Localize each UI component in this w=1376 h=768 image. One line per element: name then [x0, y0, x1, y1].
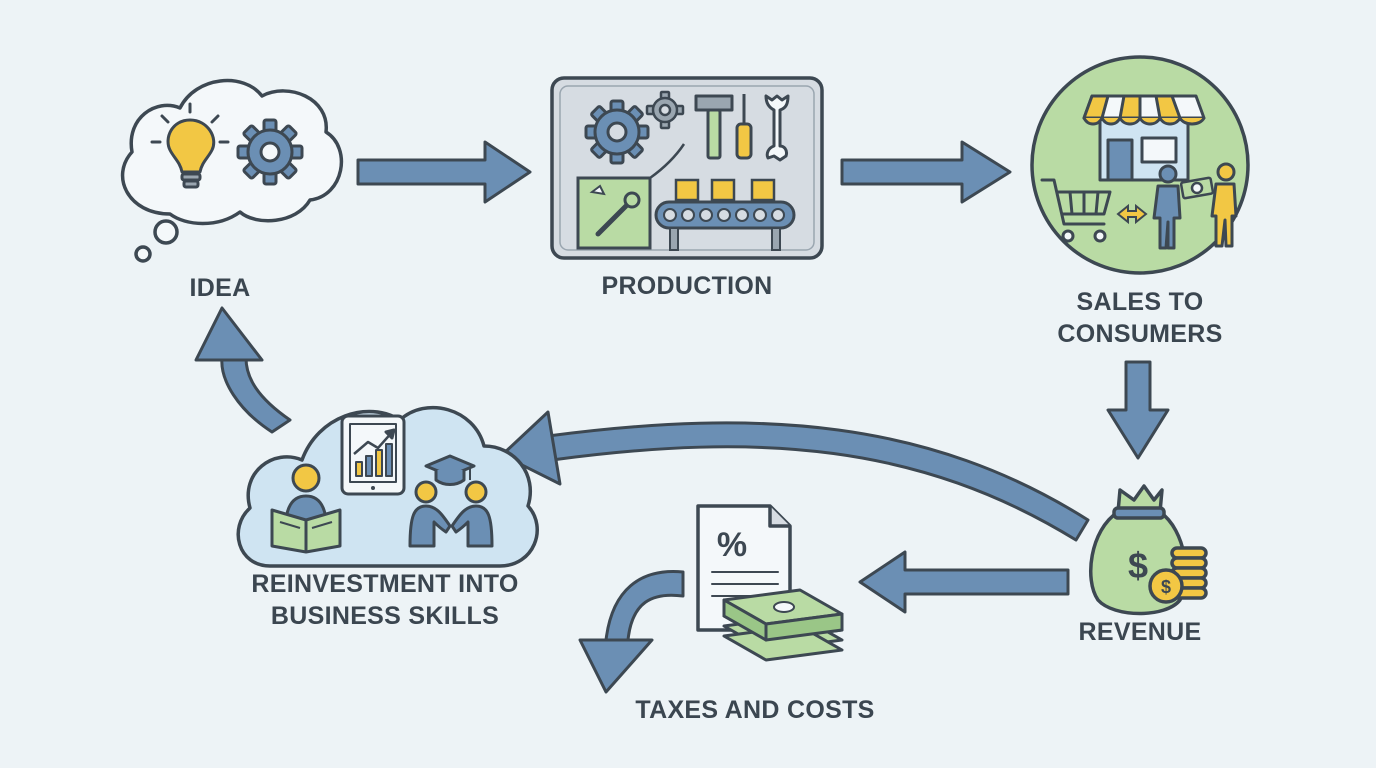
reinvestment-label-line1: REINVESTMENT INTO	[251, 570, 519, 598]
wrench-icon	[764, 94, 790, 162]
arrow-revenue-to-taxes	[858, 550, 1070, 614]
arrow-revenue-to-reinvestment	[546, 421, 1090, 542]
taxes-label: TAXES AND COSTS	[610, 694, 900, 726]
shopping-cart-icon	[1040, 178, 1112, 243]
coin-stack-icon	[1148, 546, 1208, 604]
arrow-idea-to-production	[356, 140, 532, 204]
reinvestment-label-line2: BUSINESS SKILLS	[270, 602, 500, 630]
idea-icon	[120, 78, 344, 263]
seller-figure	[1210, 162, 1238, 248]
graduation-cap-icon	[424, 454, 476, 486]
production-label: PRODUCTION	[560, 270, 814, 302]
machine-panel	[576, 143, 686, 250]
hammer-icon	[694, 94, 734, 160]
revenue-label-text: REVENUE	[1078, 618, 1202, 646]
arrow-production-to-sales	[840, 140, 1012, 204]
production-icon	[550, 76, 824, 260]
exchange-arrows-icon	[1116, 203, 1148, 225]
reader-figure	[270, 463, 342, 554]
cash-stack-icon	[722, 588, 844, 662]
small-gear-icon	[645, 90, 685, 130]
arrow-taxes-curve-head	[578, 638, 654, 694]
gear-icon	[236, 118, 304, 186]
arrow-revenue-to-reinvestment-head	[500, 410, 562, 486]
revenue-label: REVENUE	[1060, 616, 1220, 648]
sales-icon	[1030, 55, 1250, 275]
sales-label: SALES TO CONSUMERS	[1030, 286, 1250, 350]
arrow-sales-to-revenue	[1106, 360, 1170, 460]
conveyor-belt	[654, 178, 796, 251]
svg-text:$: $	[1128, 545, 1148, 586]
screwdriver-icon	[735, 94, 753, 160]
arrow-taxes-curve	[604, 570, 685, 642]
lightbulb-icon	[150, 102, 230, 189]
handshake-figures	[408, 480, 494, 548]
tablet-growth-chart-icon	[340, 414, 406, 496]
cash-handoff-icon	[1179, 176, 1215, 200]
storefront-icon	[1082, 94, 1206, 182]
idea-label-text: IDEA	[189, 274, 251, 302]
svg-text:%: %	[717, 526, 747, 564]
sales-label-line1: SALES TO	[1076, 288, 1204, 316]
taxes-icon: %	[696, 504, 844, 662]
gear-icon	[584, 99, 650, 165]
reinvestment-label: REINVESTMENT INTO BUSINESS SKILLS	[225, 568, 545, 632]
buyer-figure	[1152, 164, 1182, 250]
svg-text:$: $	[1161, 577, 1171, 597]
taxes-label-text: TAXES AND COSTS	[635, 696, 875, 724]
production-label-text: PRODUCTION	[601, 272, 773, 300]
sales-label-line2: CONSUMERS	[1057, 320, 1223, 348]
arrow-reinvestment-to-idea	[220, 356, 292, 434]
revenue-icon: $ $	[1089, 484, 1208, 616]
reinvestment-icon	[236, 405, 539, 568]
arrow-reinvestment-to-idea-head	[194, 306, 264, 362]
idea-label: IDEA	[170, 272, 270, 304]
